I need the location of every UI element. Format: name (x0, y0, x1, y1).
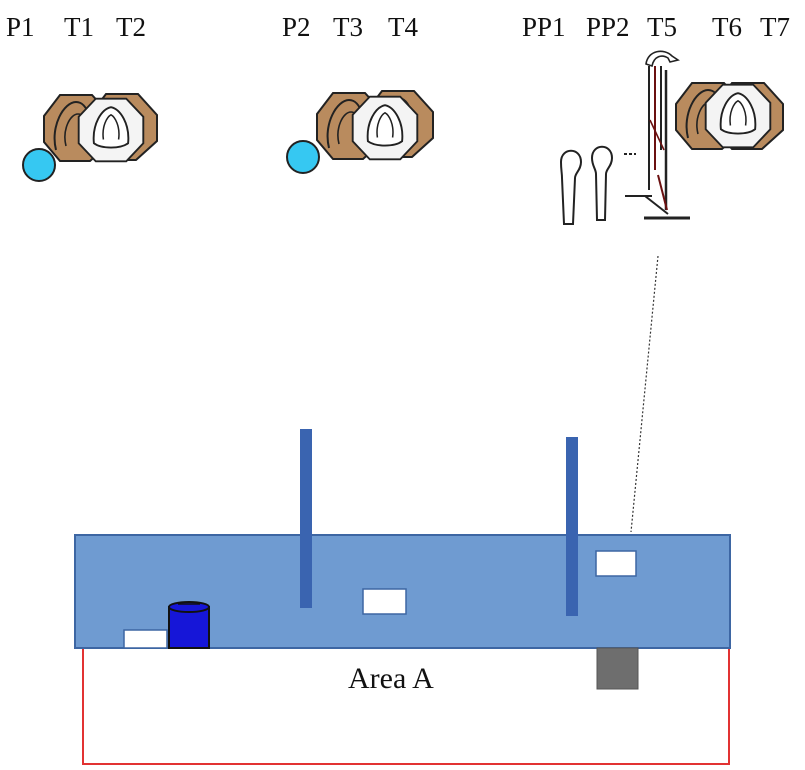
object-group-2 (286, 90, 434, 174)
pin-pp2-icon (590, 145, 636, 221)
area-label: Area A (348, 662, 434, 695)
object-group-3 (675, 82, 784, 150)
label-t4: T4 (388, 12, 418, 42)
pole-right (566, 437, 578, 616)
white-block (123, 629, 168, 649)
white-tooth-icon (351, 95, 419, 161)
sphere-icon (286, 140, 320, 174)
grey-block (596, 647, 639, 690)
pole-left (300, 429, 312, 608)
connector-line (630, 255, 659, 533)
label-pp2: PP2 (586, 12, 630, 42)
white-block (595, 550, 637, 577)
sphere-icon (22, 148, 56, 182)
label-t3: T3 (333, 12, 363, 42)
label-p2: P2 (282, 12, 311, 42)
label-t7: T7 (760, 12, 790, 42)
label-t2: T2 (116, 12, 146, 42)
manipulator-arm-icon (625, 50, 690, 220)
object-group-1 (22, 93, 158, 182)
white-tooth-icon (77, 97, 145, 163)
label-t1: T1 (64, 12, 94, 42)
white-block (362, 588, 407, 615)
cup-icon (168, 601, 210, 649)
label-t6: T6 (712, 12, 742, 42)
pin-pp1-icon (559, 149, 583, 225)
label-p1: P1 (6, 12, 35, 42)
label-pp1: PP1 (522, 12, 566, 42)
white-tooth-icon (704, 83, 772, 149)
label-t5: T5 (647, 12, 677, 42)
